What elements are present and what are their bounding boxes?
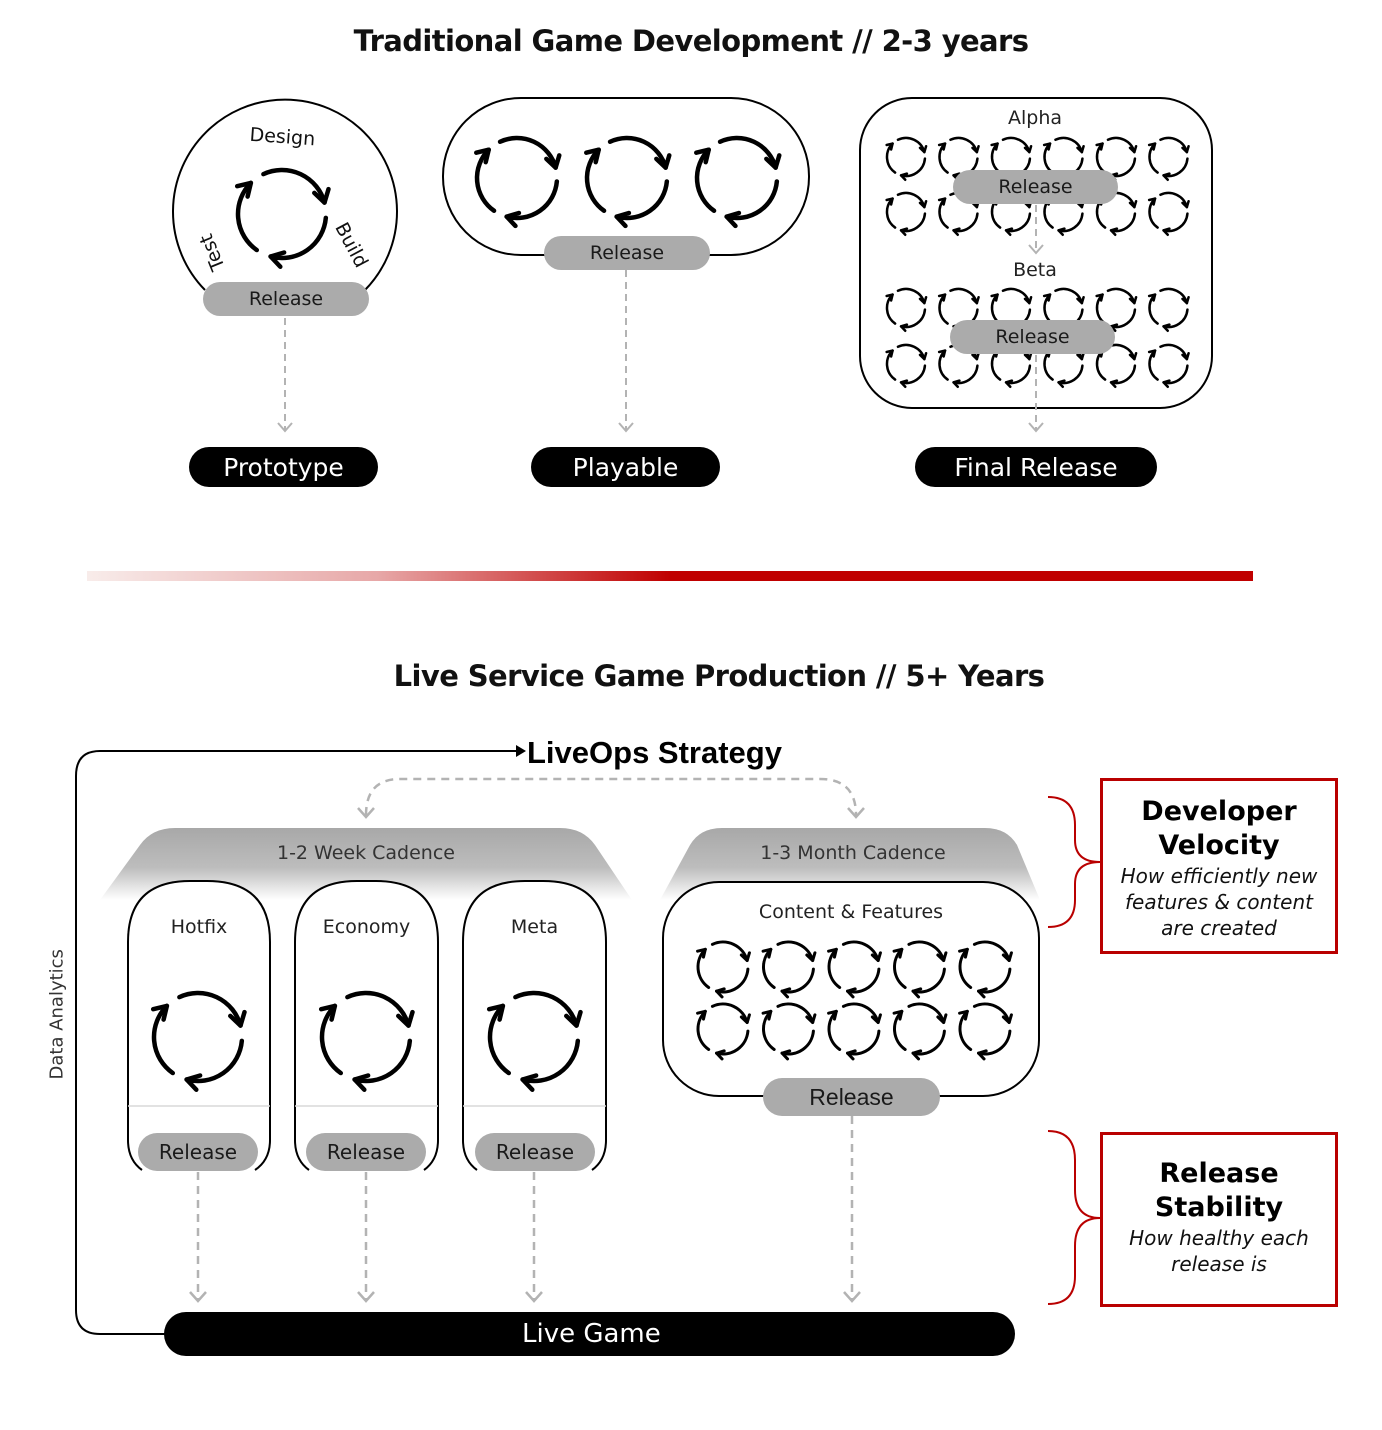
playable-outcome-pill: Playable (531, 447, 720, 487)
callout-title-line1: Developer (1141, 796, 1297, 827)
stage-cycle-icon (885, 136, 928, 182)
live-service-title: Live Service Game Production // 5+ Years (393, 659, 1045, 693)
playable-cycle-icon (584, 135, 672, 229)
content-release-pill: Release (763, 1078, 940, 1116)
cycle-label-build: Build (330, 219, 372, 271)
callout-subtitle-line: How efficiently new (1120, 864, 1318, 888)
brace-stability (1047, 1130, 1101, 1305)
stage-cycle-icon (885, 287, 928, 333)
content-cycle-icon (958, 1002, 1013, 1061)
stage-cycle-icon (1147, 136, 1190, 182)
feedback-loop-line (75, 750, 516, 1335)
lane-cycle-icon (486, 990, 583, 1092)
callout-title-line2: Velocity (1158, 830, 1280, 861)
callout-title-line1: Release (1159, 1158, 1279, 1189)
playable-cycle-icon (474, 135, 562, 229)
lane-label-meta: Meta (510, 916, 559, 938)
beta-label: Beta (1013, 259, 1057, 281)
liveops-strategy-label: LiveOps Strategy (527, 735, 782, 770)
feedback-arrowhead (516, 745, 526, 757)
strategy-dashed-link (364, 777, 858, 816)
economy-release-pill: Release (306, 1133, 426, 1171)
traditional-title: Traditional Game Development // 2-3 year… (353, 24, 1029, 58)
callout-developer-velocity: Developer Velocity How efficiently new f… (1100, 778, 1338, 954)
playable-release-pill: Release (544, 236, 710, 270)
callout-release-stability: Release Stability How healthy each relea… (1100, 1132, 1338, 1307)
alpha-release-pill: Release (953, 170, 1118, 204)
hotfix-release-pill: Release (138, 1133, 258, 1171)
content-cycle-icon (696, 1002, 751, 1061)
content-features-label: Content & Features (758, 901, 944, 923)
prototype-group (172, 98, 398, 291)
beta-release-pill: Release (950, 320, 1115, 354)
final-outcome-pill: Final Release (915, 447, 1157, 487)
content-cycle-icon (761, 1002, 817, 1061)
weekly-cadence-label: 1-2 Week Cadence (276, 842, 455, 864)
cycle-label-design: Design (249, 124, 316, 151)
content-cycle-icon (761, 940, 817, 999)
stage-cycle-icon (1147, 287, 1190, 333)
content-cycle-icon (696, 940, 751, 999)
content-cycle-icon (827, 940, 882, 999)
callout-title-line2: Stability (1154, 1192, 1284, 1223)
meta-release-pill: Release (475, 1133, 595, 1171)
lane-label-hotfix: Hotfix (170, 916, 228, 938)
prototype-outline (172, 98, 398, 291)
content-cycle-icon (958, 940, 1013, 999)
live-game-bar: Live Game (164, 1312, 1015, 1356)
stage-cycle-icon (885, 191, 928, 237)
weekly-cadence-banner (100, 828, 632, 900)
data-analytics-label: Data Analytics (46, 949, 68, 1080)
prototype-release-pill: Release (203, 282, 369, 316)
callout-subtitle-line: are created (1161, 916, 1277, 940)
section-divider (87, 571, 1253, 581)
monthly-cadence-label: 1-3 Month Cadence (760, 842, 946, 864)
callout-subtitle-line: How healthy each (1129, 1226, 1309, 1250)
stage-cycle-icon (1147, 343, 1190, 389)
lane-label-economy: Economy (322, 916, 411, 938)
playable-cycle-icon (694, 135, 782, 229)
playable-outline (442, 97, 810, 256)
cycle-label-test: Test (195, 231, 230, 275)
stage-cycle-icon (1147, 191, 1190, 237)
lane-cycle-icon (150, 990, 247, 1092)
weekly-lanes (127, 880, 607, 1171)
prototype-outcome-pill: Prototype (189, 447, 378, 487)
callout-subtitle-line: release is (1171, 1252, 1267, 1276)
alpha-label: Alpha (1007, 107, 1063, 129)
content-cycle-icon (827, 1002, 882, 1061)
lane-cycle-icon (318, 990, 415, 1092)
brace-velocity (1047, 796, 1101, 928)
content-cycle-icon (892, 940, 948, 999)
content-cycle-icon (892, 1002, 948, 1061)
stage-cycle-icon (885, 343, 928, 389)
callout-subtitle-line: features & content (1125, 890, 1313, 914)
prototype-cycle-icon (234, 167, 331, 269)
